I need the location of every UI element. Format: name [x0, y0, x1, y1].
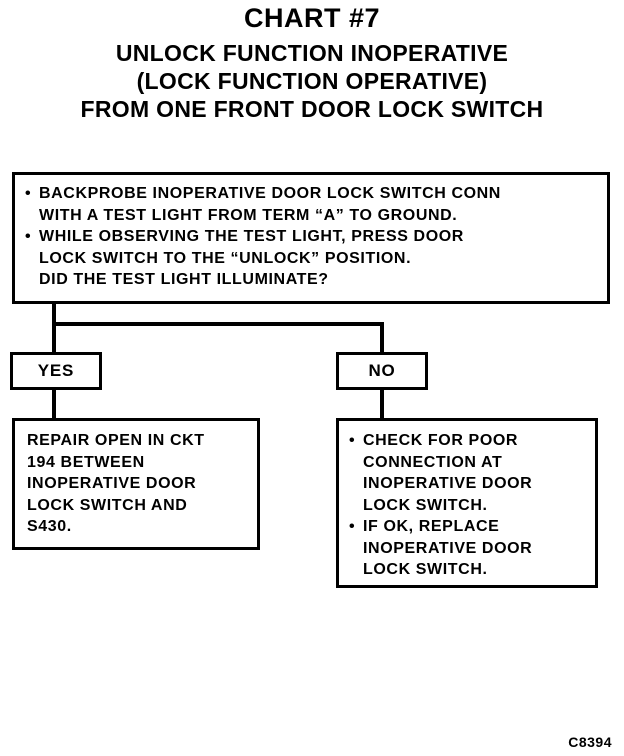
no-result-bullet-1-line-3: INOPERATIVE DOOR	[363, 475, 533, 492]
yes-result-line-4: LOCK SWITCH AND	[27, 496, 188, 514]
question-text: DID THE TEST LIGHT ILLUMINATE?	[39, 271, 329, 288]
no-result-bullet-1-line-2: CONNECTION AT	[363, 453, 503, 471]
no-result-bullet-1-line-4: LOCK SWITCH.	[363, 496, 488, 514]
figure-code: C8394	[568, 734, 612, 750]
question-bullet-2-line-1: WHILE OBSERVING THE TEST LIGHT, PRESS DO…	[39, 228, 464, 245]
yes-label-box: YES	[10, 352, 102, 390]
no-label: NO	[368, 361, 396, 380]
no-label-box: NO	[336, 352, 428, 390]
no-result-bullet-2: • IF OK, REPLACE	[349, 516, 585, 538]
question-bullet-1-line-1: BACKPROBE INOPERATIVE DOOR LOCK SWITCH C…	[39, 185, 501, 202]
question-bullet-2-line-2: LOCK SWITCH TO THE “UNLOCK” POSITION.	[39, 249, 412, 267]
no-result-box: • CHECK FOR POOR CONNECTION AT INOPERATI…	[336, 418, 598, 588]
yes-result-box: REPAIR OPEN IN CKT 194 BETWEEN INOPERATI…	[12, 418, 260, 550]
bullet-glyph: •	[349, 432, 356, 449]
yes-label: YES	[37, 361, 75, 380]
no-result-bullet-2-line-3: LOCK SWITCH.	[363, 561, 488, 578]
yes-result-line-2: 194 BETWEEN	[27, 453, 145, 471]
question-bullet-2: • WHILE OBSERVING THE TEST LIGHT, PRESS …	[25, 226, 597, 248]
yes-result-line-5: S430.	[27, 518, 72, 535]
yes-result-line-3: INOPERATIVE DOOR	[27, 475, 197, 492]
no-result-bullet-2-line-1: IF OK, REPLACE	[363, 518, 500, 535]
yes-result-line-1: REPAIR OPEN IN CKT	[27, 432, 205, 449]
no-result-bullet-1-line-1: CHECK FOR POOR	[363, 432, 519, 449]
question-bullet-1-line-2: WITH A TEST LIGHT FROM TERM “A” TO GROUN…	[39, 206, 458, 224]
subtitle-line-3: FROM ONE FRONT DOOR LOCK SWITCH	[80, 96, 544, 122]
question-bullet-1: • BACKPROBE INOPERATIVE DOOR LOCK SWITCH…	[25, 183, 597, 205]
subtitle-line-2: (LOCK FUNCTION OPERATIVE)	[136, 68, 488, 94]
chart-title: CHART #7	[243, 3, 381, 33]
bullet-glyph: •	[25, 228, 32, 245]
no-result-bullet-1: • CHECK FOR POOR	[349, 430, 585, 452]
subtitle-line-1: UNLOCK FUNCTION INOPERATIVE	[115, 40, 509, 66]
bullet-glyph: •	[25, 185, 32, 202]
bullet-glyph: •	[349, 518, 356, 535]
no-result-bullet-2-line-2: INOPERATIVE DOOR	[363, 539, 533, 557]
question-box: • BACKPROBE INOPERATIVE DOOR LOCK SWITCH…	[12, 172, 610, 304]
